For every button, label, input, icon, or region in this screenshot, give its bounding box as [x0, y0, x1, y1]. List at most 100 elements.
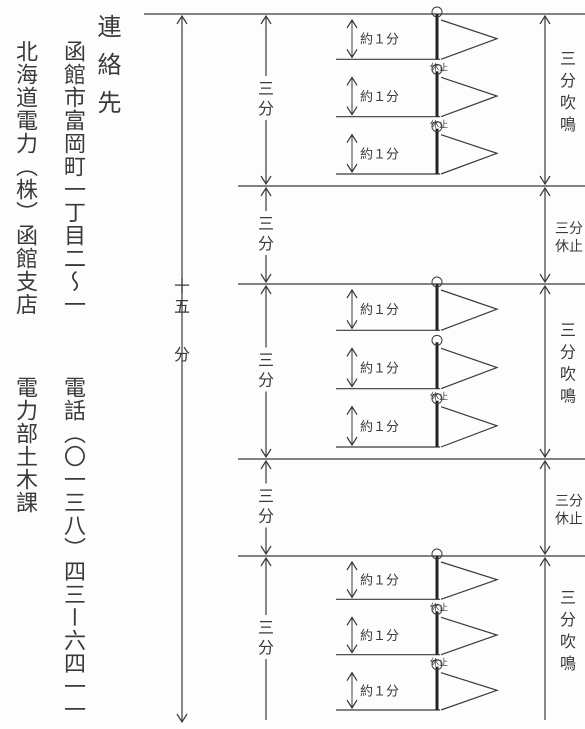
blast-duration-label: 約１分	[360, 33, 399, 48]
interval-label-bg	[257, 483, 275, 528]
contact-address: 函館市富岡町一丁目二〜一	[60, 40, 85, 316]
blast-duration-arrow-top	[346, 405, 358, 415]
interval-label-2: 分	[258, 234, 274, 253]
interval-label-2: 分	[258, 99, 274, 118]
rest-label-top: 三分	[555, 221, 583, 237]
sound-cone-icon	[440, 289, 499, 331]
sound-cone-icon	[440, 672, 499, 711]
siren-head-icon	[431, 63, 443, 75]
contact-department: 電力部土木課	[12, 376, 37, 514]
blast-duration-label: 約１分	[360, 90, 399, 105]
interval-arrow-bottom	[260, 545, 272, 556]
contact-heading: 連絡先	[93, 14, 121, 128]
total-duration-label-1: 十	[174, 277, 190, 296]
blast-duration-label: 約１分	[360, 629, 399, 644]
siren-head-icon	[431, 276, 443, 288]
sound-cone-icon	[440, 19, 499, 60]
side-arrow-top	[539, 284, 551, 295]
interval-label-1: 三	[258, 487, 274, 506]
pause-label: 休止	[430, 61, 448, 73]
interval-label-bg	[257, 211, 275, 255]
blast-duration-label: 約１分	[360, 303, 399, 318]
blast-duration-label: 約１分	[360, 574, 399, 589]
blast-duration-arrow-top	[346, 616, 358, 626]
pause-label: 休止	[430, 119, 448, 131]
interval-arrow-bottom	[260, 273, 272, 284]
interval-arrow-top	[260, 556, 272, 567]
sound-cone-icon	[440, 616, 499, 656]
side-arrow-bottom	[539, 175, 551, 186]
interval-label-bg	[257, 347, 275, 392]
sound-side-label-char: 三	[560, 49, 576, 68]
side-arrow-top	[539, 556, 551, 567]
interval-label-1: 三	[258, 618, 274, 637]
interval-label-bg	[257, 76, 275, 120]
total-duration-arrow-bottom	[176, 713, 188, 724]
blast-duration-arrow-bottom	[346, 320, 358, 330]
pause-label: 休止	[430, 601, 448, 613]
interval-label-2: 分	[258, 371, 274, 390]
side-arrow-top	[539, 459, 551, 470]
interval-label-1: 三	[258, 214, 274, 233]
sound-side-label-char: 吹	[560, 93, 576, 112]
interval-label-1: 三	[258, 351, 274, 370]
blast-duration-label: 約１分	[360, 362, 399, 377]
interval-arrow-top	[260, 14, 272, 25]
sound-side-label-char: 分	[560, 343, 576, 362]
sound-cone-icon	[440, 406, 499, 448]
interval-arrow-bottom	[260, 175, 272, 186]
interval-label-2: 分	[258, 638, 274, 657]
side-arrow-top	[539, 14, 551, 25]
blast-duration-arrow-top	[346, 18, 358, 29]
sound-side-label-char: 三	[560, 588, 576, 607]
pause-label: 休止	[430, 391, 448, 403]
sound-side-label-char: 鳴	[560, 654, 576, 673]
rest-label-top: 三分	[555, 494, 583, 510]
sound-cone-icon	[440, 76, 499, 118]
rest-label-bottom: 休止	[555, 239, 583, 255]
sound-cone-icon	[440, 134, 499, 175]
blast-duration-arrow-top	[346, 560, 358, 571]
blast-duration-arrow-top	[346, 671, 358, 681]
side-arrow-bottom	[539, 273, 551, 284]
side-arrow-bottom	[539, 448, 551, 459]
siren-head-icon	[431, 659, 443, 671]
blast-duration-label: 約１分	[360, 420, 399, 435]
interval-arrow-bottom	[260, 448, 272, 459]
blast-duration-arrow-top	[346, 133, 358, 143]
blast-duration-arrow-bottom	[346, 436, 358, 447]
interval-arrow-top	[260, 186, 272, 197]
side-arrow-top	[539, 186, 551, 197]
blast-duration-arrow-bottom	[346, 49, 358, 59]
siren-head-icon	[431, 334, 443, 346]
siren-head-icon	[431, 6, 443, 18]
blast-duration-arrow-top	[346, 76, 358, 86]
sound-cone-icon	[440, 561, 499, 600]
blast-duration-label: 約１分	[360, 147, 399, 162]
sound-cone-icon	[440, 347, 499, 390]
sound-side-label-char: 吹	[560, 632, 576, 651]
pause-label: 休止	[430, 657, 448, 669]
siren-head-icon	[431, 603, 443, 615]
blast-duration-arrow-bottom	[346, 589, 358, 599]
blast-duration-arrow-bottom	[346, 106, 358, 116]
total-duration-label-3: 分	[174, 345, 190, 364]
interval-arrow-top	[260, 459, 272, 470]
side-arrow-bottom	[539, 545, 551, 556]
contact-organization: 北海道電力（株）函館支店	[12, 40, 37, 316]
total-duration-arrow-top	[176, 14, 188, 25]
blast-duration-arrow-bottom	[346, 378, 358, 388]
interval-arrow-top	[260, 284, 272, 295]
contact-telephone: 電話（〇一三八）四三ー六四一一	[60, 376, 85, 721]
siren-head-icon	[431, 548, 443, 560]
siren-head-icon	[431, 121, 443, 133]
rest-label-bottom: 休止	[555, 512, 583, 528]
sound-side-label-char: 分	[560, 71, 576, 90]
blast-duration-arrow-bottom	[346, 699, 358, 710]
sound-side-label-char: 鳴	[560, 115, 576, 134]
blast-duration-arrow-top	[346, 288, 358, 299]
blast-duration-arrow-top	[346, 347, 358, 357]
total-duration-label-2: 五	[174, 297, 190, 316]
